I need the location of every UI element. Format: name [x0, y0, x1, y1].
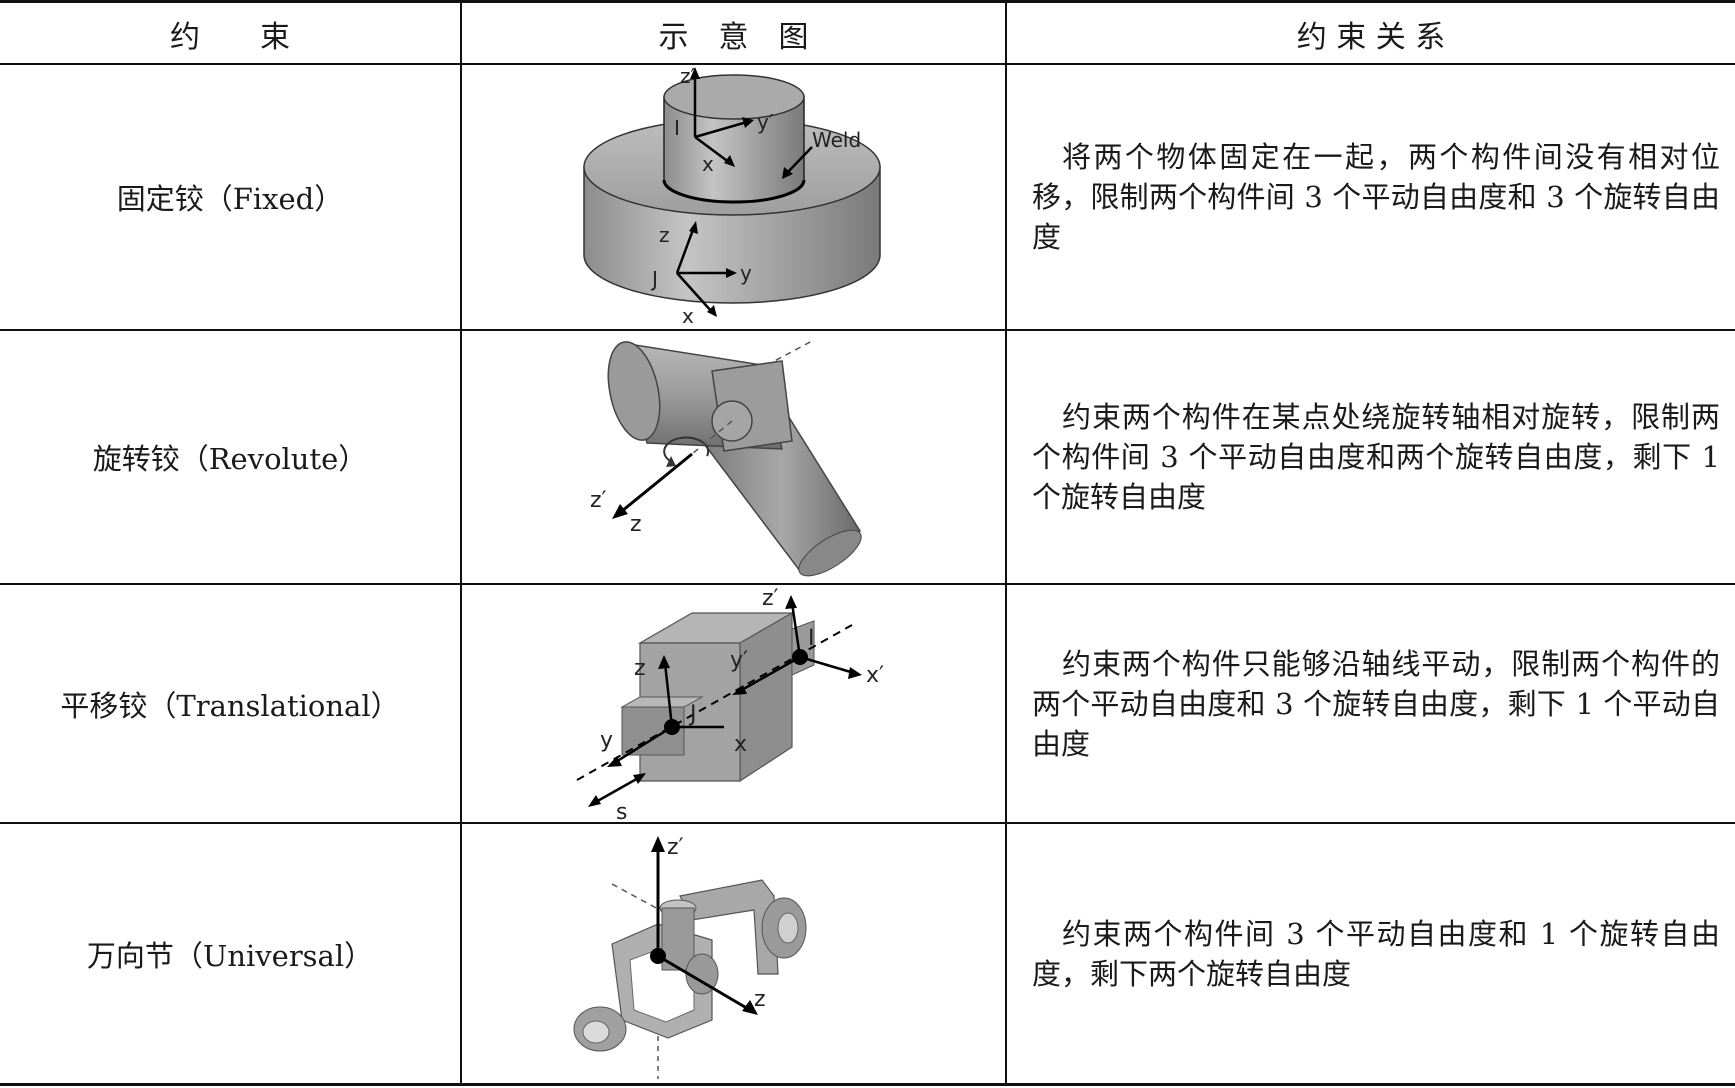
fixed-label-yprime: y′	[757, 110, 774, 134]
fixed-label-x-upper: x	[702, 152, 714, 176]
row-divider-2	[0, 583, 1735, 585]
header-divider	[0, 63, 1735, 65]
revolute-joint-diagram: z′ z	[590, 340, 862, 577]
table-top-rule	[0, 0, 1735, 3]
fixed-description-text: 将两个物体固定在一起，两个构件间没有相对位移，限制两个构件间 3 个平动自由度和…	[1032, 140, 1720, 254]
translational-joint-diagram: z′ I x′ y′ z J y x s	[576, 586, 884, 822]
translational-label-zprime: z′	[762, 586, 779, 611]
universal-label-z: z	[754, 987, 766, 1012]
translational-label-y: y	[600, 728, 613, 753]
fixed-label-z: z	[659, 223, 670, 247]
translational-description-text: 约束两个构件只能够沿轴线平动，限制两个构件的两个平动自由度和 3 个旋转自由度，…	[1032, 646, 1720, 761]
revolute-label-zprime: z′	[590, 488, 607, 513]
row-divider-1	[0, 329, 1735, 331]
translational-label-i: I	[808, 626, 815, 651]
fixed-joint-diagram: z′ I y′ x Weld z J y x	[583, 65, 881, 328]
row-divider-3	[0, 822, 1735, 824]
header-relation: 约 束 关 系	[1296, 19, 1446, 55]
universal-description-text: 约束两个构件间 3 个平动自由度和 1 个旋转自由度，剩下两个旋转自由度	[1032, 916, 1720, 991]
revolute-label-z: z	[630, 512, 642, 537]
row-universal-name: 万向节（Universal）	[86, 938, 374, 973]
universal-joint-diagram: z′ z	[573, 835, 807, 1079]
row-fixed-name: 固定铰（Fixed）	[116, 182, 344, 216]
row-revolute-description: 约束两个构件在某点处绕旋转轴相对旋转，限制两个构件间 3 个平动自由度和两个旋转…	[1008, 331, 1720, 583]
row-translational-name: 平移铰（Translational）	[60, 688, 400, 723]
row-translational-description: 约束两个构件只能够沿轴线平动，限制两个构件的两个平动自由度和 3 个旋转自由度，…	[1008, 585, 1720, 822]
fixed-label-i: I	[674, 116, 680, 140]
fixed-label-j: J	[650, 267, 658, 291]
translational-label-x: x	[734, 732, 747, 757]
universal-label-zprime: z′	[667, 835, 684, 860]
row-universal-figure: z′ z	[462, 824, 1005, 1083]
table-bottom-rule	[0, 1083, 1735, 1086]
column-divider-1	[460, 3, 462, 1083]
header-diagram: 示 意 图	[658, 19, 809, 55]
row-fixed-description: 将两个物体固定在一起，两个构件间没有相对位移，限制两个构件间 3 个平动自由度和…	[1008, 65, 1720, 329]
fixed-label-y: y	[740, 261, 752, 285]
row-revolute-name: 旋转铰（Revolute）	[92, 442, 368, 476]
row-universal-description: 约束两个构件间 3 个平动自由度和 1 个旋转自由度，剩下两个旋转自由度	[1008, 824, 1720, 1083]
translational-label-xprime: x′	[866, 663, 884, 688]
row-revolute-figure: z′ z	[462, 331, 1005, 583]
row-translational-figure: z′ I x′ y′ z J y x s	[462, 585, 1005, 822]
translational-label-s: s	[616, 800, 627, 822]
row-fixed-figure: z′ I y′ x Weld z J y x	[462, 65, 1005, 329]
fixed-label-x-lower: x	[682, 304, 694, 328]
column-divider-2	[1005, 3, 1007, 1083]
translational-label-yprime: y′	[730, 648, 748, 673]
header-constraint: 约 束	[170, 19, 290, 55]
translational-label-j: J	[688, 702, 697, 727]
translational-label-z: z	[634, 656, 646, 681]
revolute-description-text: 约束两个构件在某点处绕旋转轴相对旋转，限制两个构件间 3 个平动自由度和两个旋转…	[1032, 400, 1720, 514]
fixed-label-zprime: z′	[680, 65, 695, 88]
fixed-label-weld: Weld	[812, 128, 861, 152]
